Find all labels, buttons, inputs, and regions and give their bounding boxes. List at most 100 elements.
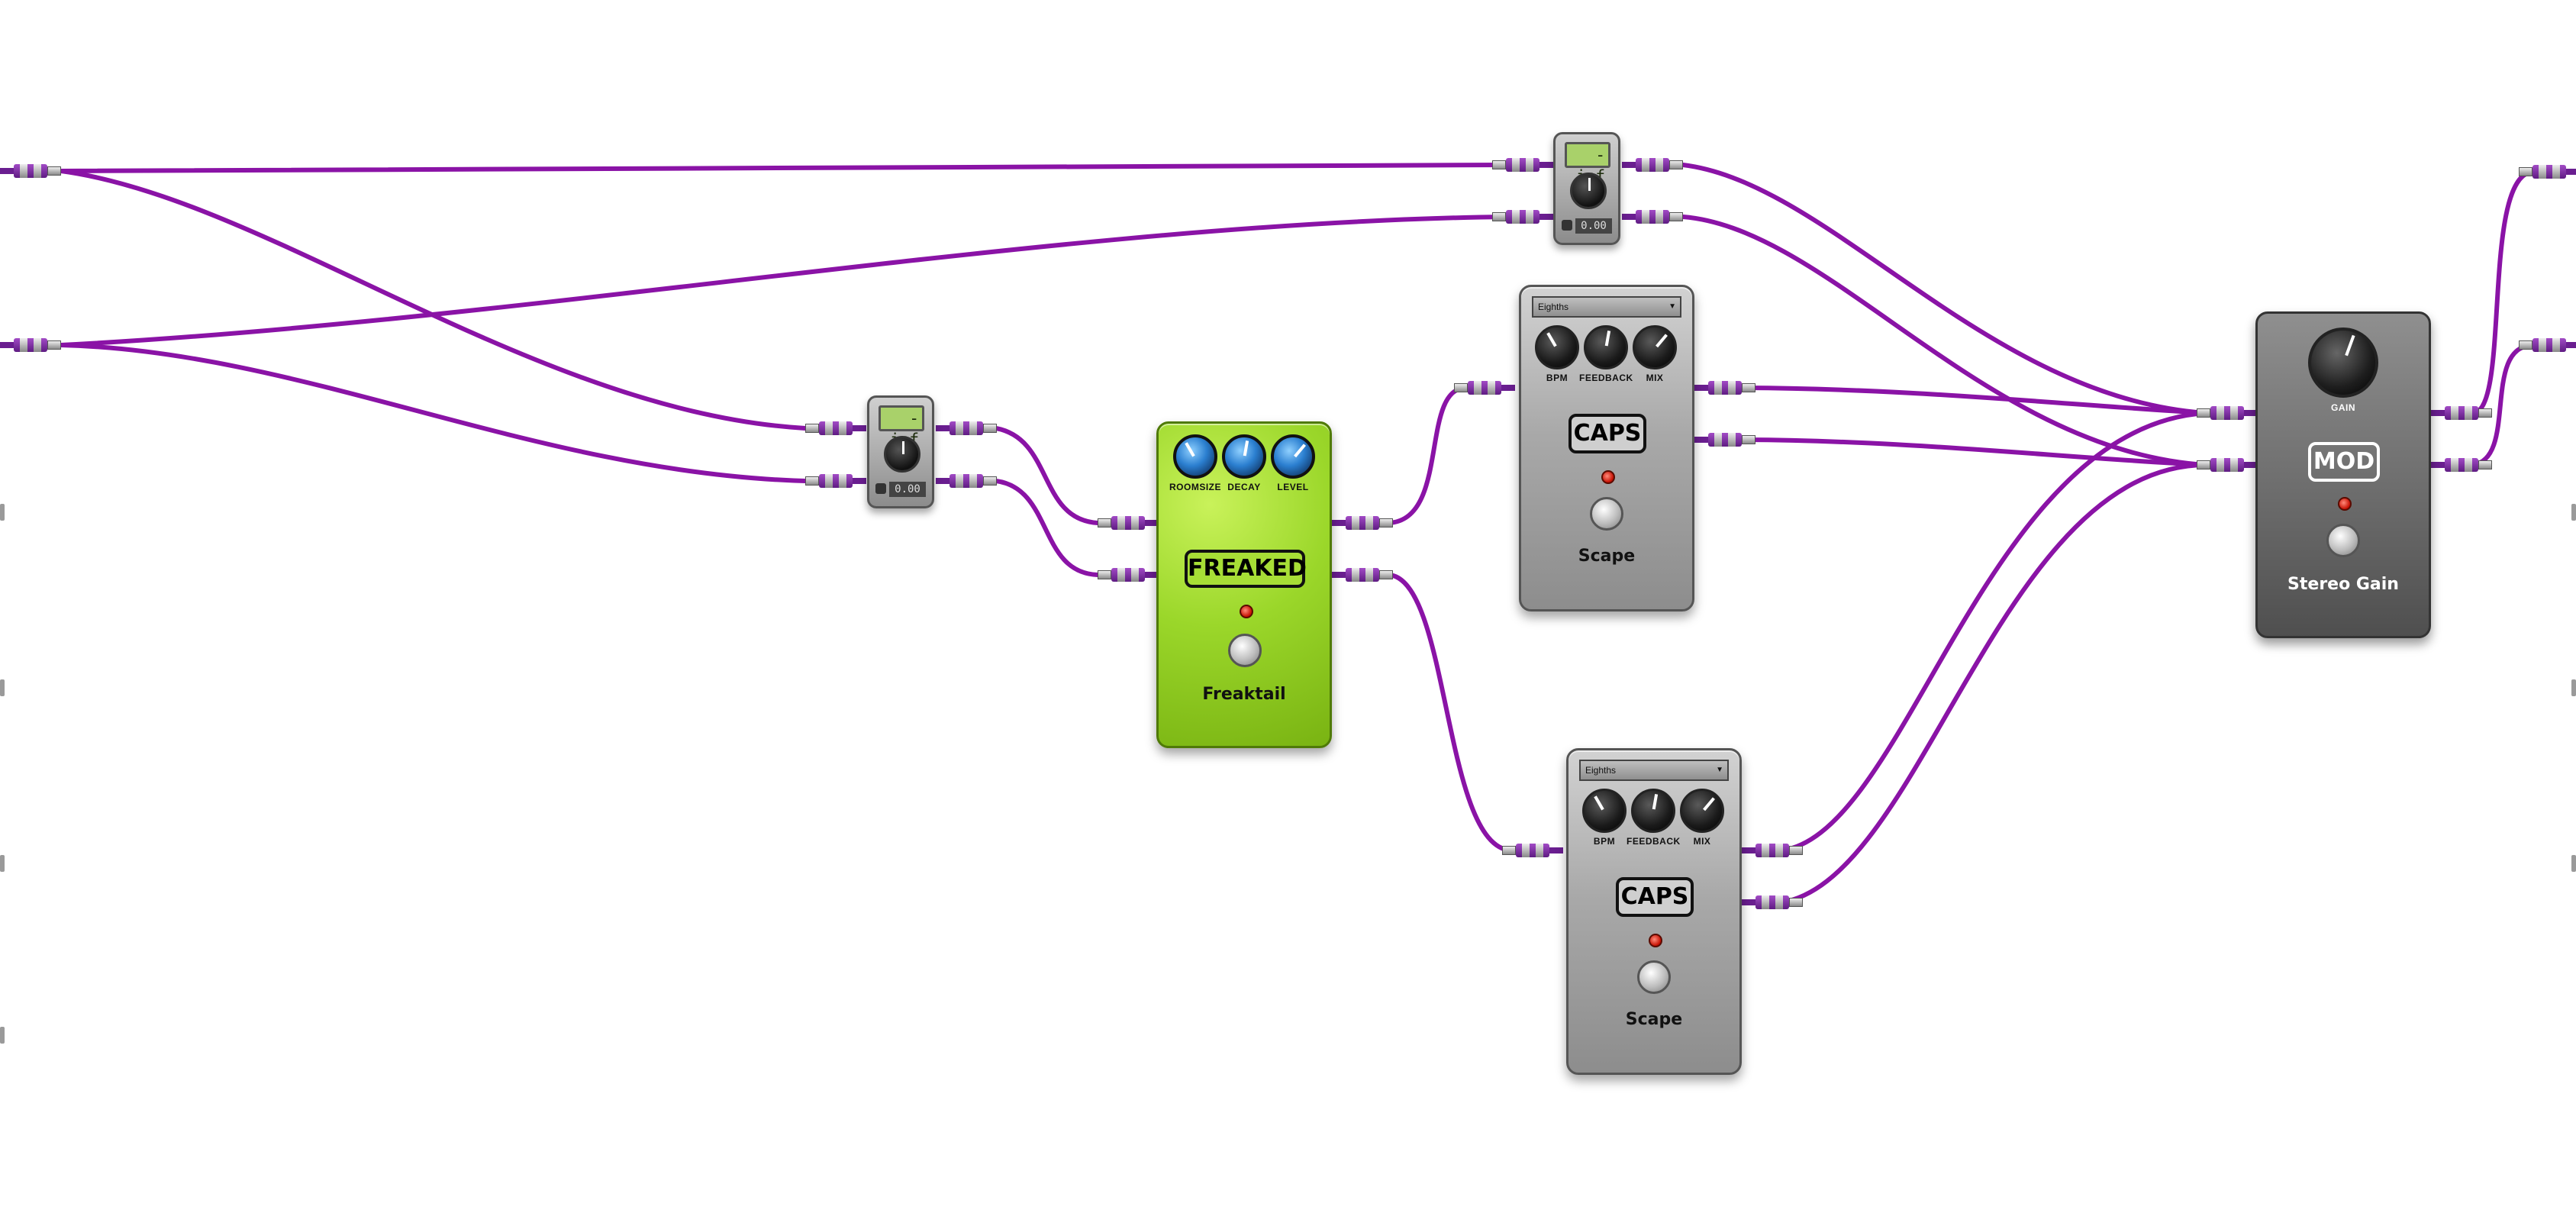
stereo-gain-knob-label: GAIN — [2331, 402, 2355, 413]
gain-top-out-l-jack[interactable] — [1622, 158, 1683, 172]
system-input-5-port[interactable] — [0, 855, 5, 872]
scape-bottom-status-led — [1649, 934, 1662, 947]
system-input-1-jack[interactable] — [0, 164, 61, 178]
scape-top-out-l-jack[interactable] — [1694, 381, 1755, 395]
roomsize-label: ROOMSIZE — [1169, 482, 1221, 492]
cable-freaktail-to-scape-top — [1387, 386, 1468, 525]
scape-top-out-r-jack[interactable] — [1694, 433, 1755, 447]
stereo-gain-out-l-jack[interactable] — [2431, 406, 2492, 420]
gain-plugin-top[interactable]: -inf 0.00 — [1553, 132, 1620, 245]
gain-mid-knob[interactable] — [884, 436, 920, 473]
gain-top-in-l-jack[interactable] — [1492, 158, 1553, 172]
cable-in1-to-gain-mid — [59, 169, 808, 431]
scape-bottom-division-select[interactable]: Eighths ▼ — [1579, 760, 1729, 781]
cable-scapetop-to-stereogain-r — [1730, 437, 2208, 467]
scape-bottom-in-jack[interactable] — [1502, 844, 1563, 857]
stereo-gain-in-r-jack[interactable] — [2197, 458, 2258, 472]
gain-top-knob[interactable] — [1570, 173, 1607, 209]
level-knob[interactable] — [1271, 434, 1315, 479]
scape-bottom-name: Scape — [1625, 1010, 1683, 1029]
freaktail-logo: FREAKED — [1185, 550, 1307, 588]
stereo-gain-logo: MOD — [2308, 442, 2380, 482]
freaktail-in-r-jack[interactable] — [1098, 568, 1159, 582]
freaktail-in-l-jack[interactable] — [1098, 516, 1159, 530]
gain-plugin-mid[interactable]: -inf 0.00 — [867, 395, 934, 508]
cable-scapebottom-to-stereogain-r — [1780, 463, 2208, 905]
cable-scapetop-to-stereogain-l — [1730, 386, 2208, 415]
cable-in2-to-gain-top — [59, 215, 1510, 347]
system-input-4-port[interactable] — [0, 679, 5, 696]
scape-pedal-bottom[interactable]: Eighths▼ BPM FEEDBACK MIX CAPS Scape — [1566, 748, 1742, 1075]
roomsize-knob[interactable] — [1173, 434, 1217, 479]
cable-in2-to-gain-mid — [59, 343, 808, 483]
gain-top-bypass-button[interactable] — [1562, 220, 1572, 231]
scape-bottom-mix-knob[interactable] — [1680, 789, 1724, 833]
system-output-1-jack[interactable] — [2519, 165, 2576, 179]
scape-bottom-out-l-jack[interactable] — [1742, 844, 1803, 857]
chevron-down-icon: ▼ — [1668, 302, 1676, 311]
system-output-2-jack[interactable] — [2519, 338, 2576, 352]
level-label: LEVEL — [1277, 482, 1309, 492]
gain-mid-in-r-jack[interactable] — [805, 474, 866, 488]
freaktail-name: Freaktail — [1202, 685, 1286, 704]
stereo-gain-in-l-jack[interactable] — [2197, 406, 2258, 420]
scape-top-feedback-knob[interactable] — [1584, 325, 1628, 369]
decay-label: DECAY — [1227, 482, 1261, 492]
system-output-4-port[interactable] — [2571, 679, 2576, 696]
system-output-5-port[interactable] — [2571, 855, 2576, 872]
chevron-down-icon: ▼ — [1716, 766, 1723, 774]
scape-bottom-mix-label: MIX — [1693, 836, 1711, 847]
scape-bottom-feedback-label: FEEDBACK — [1627, 836, 1681, 847]
gain-mid-out-l-jack[interactable] — [936, 421, 997, 435]
scape-top-feedback-label: FEEDBACK — [1579, 373, 1633, 383]
scape-top-division-select[interactable]: Eighths ▼ — [1532, 296, 1681, 318]
scape-bottom-feedback-knob[interactable] — [1631, 789, 1675, 833]
scape-top-logo: CAPS — [1568, 414, 1646, 453]
stereo-gain-name: Stereo Gain — [2287, 575, 2399, 594]
gain-mid-bypass-button[interactable] — [875, 483, 886, 494]
cable-stereogain-to-out2 — [2471, 343, 2536, 467]
scape-bottom-footswitch[interactable] — [1637, 960, 1671, 994]
scape-bottom-bpm-label: BPM — [1593, 836, 1616, 847]
scape-top-bpm-knob[interactable] — [1535, 325, 1579, 369]
system-output-3-port[interactable] — [2571, 504, 2576, 521]
freaktail-out-l-jack[interactable] — [1332, 516, 1393, 530]
scape-top-footswitch[interactable] — [1590, 497, 1623, 531]
system-input-6-port[interactable] — [0, 1027, 5, 1044]
gain-top-out-r-jack[interactable] — [1622, 210, 1683, 224]
scape-top-status-led — [1601, 470, 1615, 484]
scape-bottom-bpm-knob[interactable] — [1582, 789, 1627, 833]
stereo-gain-out-r-jack[interactable] — [2431, 458, 2492, 472]
stereo-gain-pedal[interactable]: GAIN MOD Stereo Gain — [2255, 311, 2431, 638]
scape-top-mix-knob[interactable] — [1633, 325, 1677, 369]
scape-top-division-value: Eighths — [1538, 302, 1569, 312]
scape-bottom-division-value: Eighths — [1585, 765, 1617, 776]
freaktail-footswitch[interactable] — [1228, 634, 1262, 667]
freaktail-out-r-jack[interactable] — [1332, 568, 1393, 582]
decay-knob[interactable] — [1222, 434, 1266, 479]
cable-scapebottom-to-stereogain-l — [1780, 411, 2208, 853]
gain-top-value: 0.00 — [1575, 218, 1612, 234]
system-input-3-port[interactable] — [0, 504, 5, 521]
cable-gaintop-to-stereogain-l — [1681, 163, 2208, 415]
scape-pedal-top[interactable]: Eighths▼ BPM FEEDBACK MIX CAPS Scape — [1519, 285, 1694, 611]
cable-gainmid-to-freaktail-l — [994, 426, 1100, 525]
cable-gainmid-to-freaktail-r — [994, 479, 1100, 577]
stereo-gain-knob[interactable] — [2308, 328, 2378, 398]
cable-freaktail-to-scape-bottom — [1387, 573, 1514, 853]
freaktail-status-led — [1240, 605, 1253, 618]
scape-top-mix-label: MIX — [1646, 373, 1664, 383]
gain-mid-out-r-jack[interactable] — [936, 474, 997, 488]
system-input-2-jack[interactable] — [0, 338, 61, 352]
freaktail-pedal[interactable]: ROOMSIZE DECAY LEVEL FREAKED Freaktail — [1156, 421, 1332, 748]
scape-top-name: Scape — [1578, 547, 1636, 566]
gain-top-in-r-jack[interactable] — [1492, 210, 1553, 224]
gain-mid-in-l-jack[interactable] — [805, 421, 866, 435]
cable-in1-to-gain-top — [59, 163, 1510, 173]
cable-stereogain-to-out1 — [2471, 169, 2536, 415]
scape-bottom-out-r-jack[interactable] — [1742, 895, 1803, 909]
gain-top-display: -inf — [1565, 142, 1610, 186]
stereo-gain-footswitch[interactable] — [2326, 524, 2360, 557]
stereo-gain-status-led — [2338, 497, 2352, 511]
scape-top-in-jack[interactable] — [1454, 381, 1515, 395]
